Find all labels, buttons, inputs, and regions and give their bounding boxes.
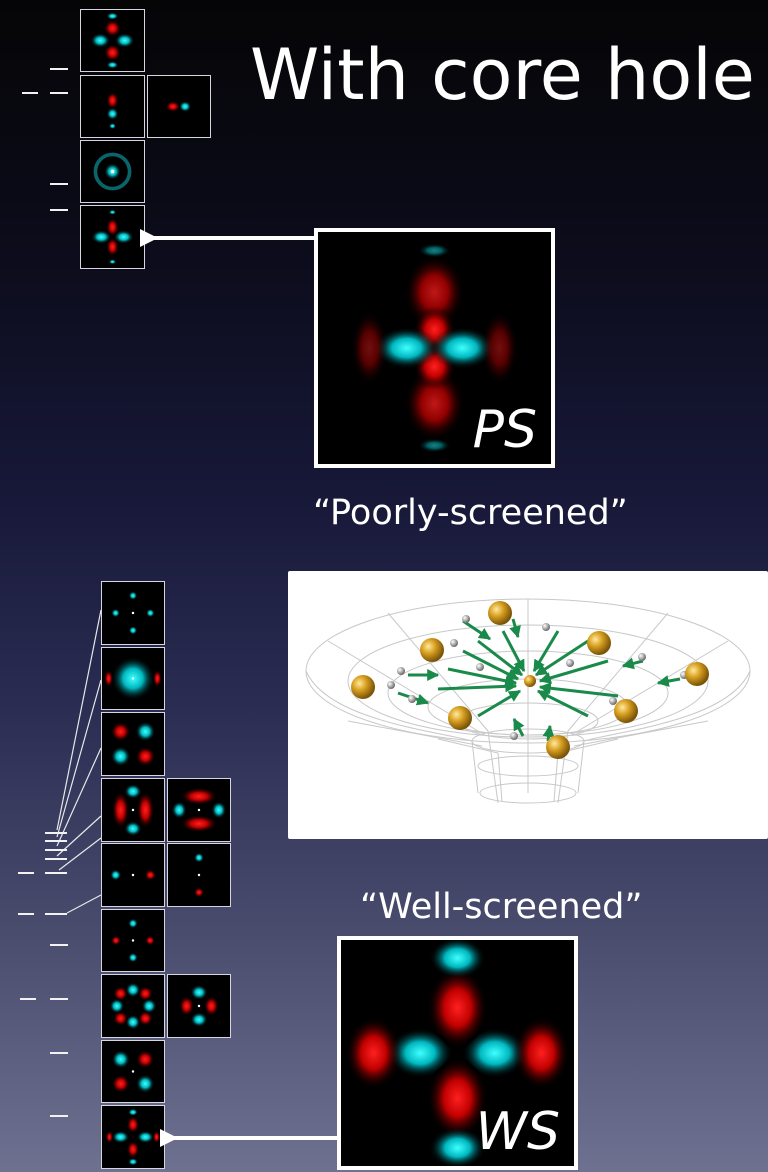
energy-level-line bbox=[50, 92, 68, 94]
energy-level-line bbox=[50, 1115, 68, 1117]
pointer-arrow-ws bbox=[160, 1128, 340, 1148]
energy-level-line bbox=[22, 92, 38, 94]
energy-level-line bbox=[50, 944, 68, 946]
energy-level-line bbox=[45, 858, 67, 860]
ps-orbital-image bbox=[318, 232, 551, 464]
orbital-tile bbox=[167, 974, 231, 1038]
orbital-tile bbox=[101, 647, 165, 710]
energy-level-line bbox=[45, 832, 67, 834]
orbital-tile bbox=[147, 75, 211, 138]
orbital-tile bbox=[167, 843, 231, 907]
orbital-tile bbox=[101, 974, 165, 1038]
orbital-tile bbox=[101, 581, 165, 645]
energy-level-line bbox=[45, 913, 67, 915]
orbital-tile bbox=[167, 778, 231, 842]
pointer-arrow-ps bbox=[140, 228, 316, 248]
orbital-tile bbox=[101, 843, 165, 907]
energy-level-line bbox=[18, 913, 34, 915]
orbital-tile bbox=[101, 778, 165, 842]
poorly-screened-caption: “Poorly-screened” bbox=[313, 493, 628, 533]
energy-level-line bbox=[50, 209, 68, 211]
energy-level-line bbox=[45, 872, 67, 874]
energy-level-line bbox=[50, 1052, 68, 1054]
ps-label: PS bbox=[472, 400, 537, 460]
orbital-tile bbox=[101, 909, 165, 972]
orbital-tile bbox=[80, 140, 145, 203]
orbital-tile bbox=[101, 712, 165, 776]
orbital-tile bbox=[101, 1040, 165, 1103]
energy-level-line bbox=[45, 849, 67, 851]
orbital-tile bbox=[101, 1105, 165, 1169]
energy-level-line bbox=[50, 183, 68, 185]
ws-orbital-panel: WS bbox=[337, 936, 578, 1170]
well-screened-caption: “Well-screened” bbox=[360, 887, 643, 927]
energy-level-line bbox=[50, 998, 68, 1000]
slide-title: With core hole bbox=[250, 34, 755, 116]
screening-schematic bbox=[288, 571, 768, 839]
ws-orbital-image bbox=[341, 940, 574, 1166]
ps-orbital-panel: PS bbox=[314, 228, 555, 468]
orbital-tile bbox=[80, 205, 145, 269]
energy-level-line bbox=[50, 68, 68, 70]
energy-level-line bbox=[45, 840, 67, 842]
orbital-tile bbox=[80, 75, 145, 138]
energy-level-line bbox=[20, 998, 36, 1000]
ws-label: WS bbox=[475, 1102, 560, 1162]
orbital-tile bbox=[80, 9, 145, 72]
energy-level-line bbox=[18, 872, 34, 874]
